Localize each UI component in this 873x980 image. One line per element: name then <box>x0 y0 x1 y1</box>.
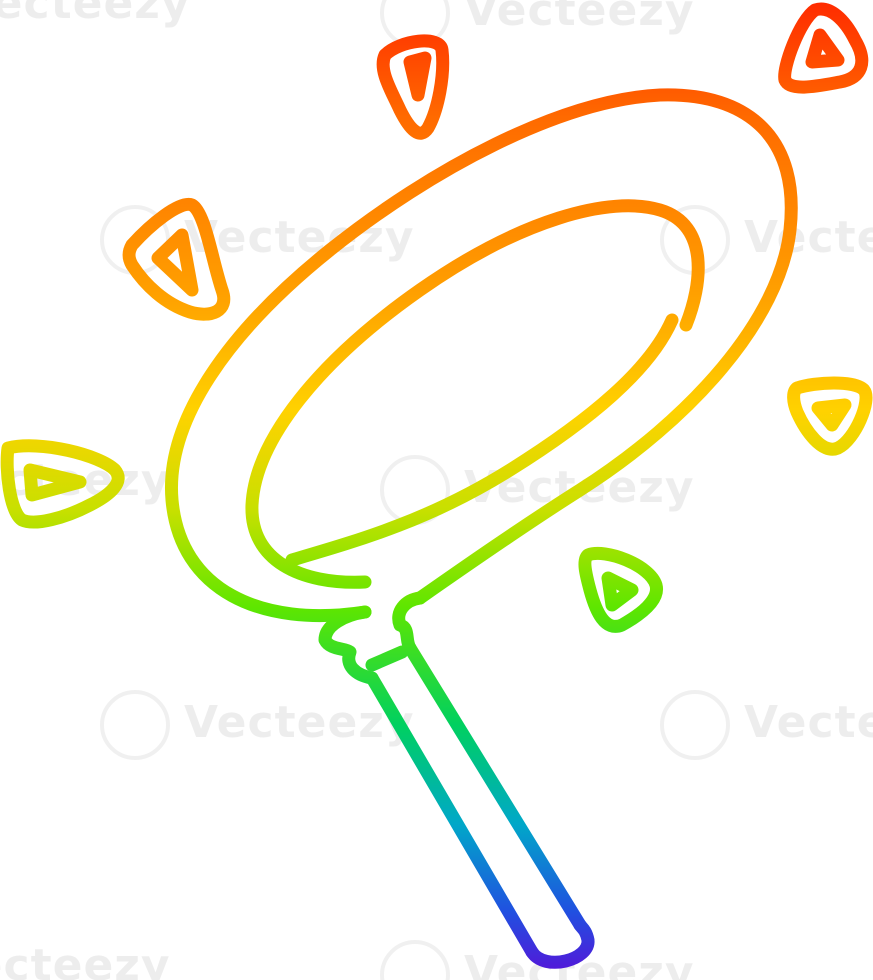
sparkle-icon <box>805 28 845 69</box>
sparkle-icon <box>122 197 231 321</box>
lens-inner-rim-lower <box>285 313 679 567</box>
handle-collar-right <box>392 591 427 655</box>
sparkle-icon <box>601 571 639 612</box>
handle-inner-line <box>365 645 409 672</box>
sparkle-icon <box>403 51 432 102</box>
sparkle-icon <box>778 2 869 94</box>
sparkle-icon <box>151 228 199 297</box>
sparkle-icon <box>0 439 125 529</box>
sparkle-icon <box>23 463 87 502</box>
sparkle-icon <box>787 376 873 456</box>
lens-outer-rim <box>164 88 798 622</box>
lens-inner-rim <box>245 199 705 589</box>
handle-collar <box>318 605 379 685</box>
handle-end-cap <box>525 918 595 969</box>
sparkle-icon <box>811 398 852 432</box>
sparkle-icon <box>376 34 450 140</box>
sparkle-icon <box>578 547 663 633</box>
handle-left-edge <box>365 671 539 959</box>
handle-right-edge <box>403 641 587 932</box>
